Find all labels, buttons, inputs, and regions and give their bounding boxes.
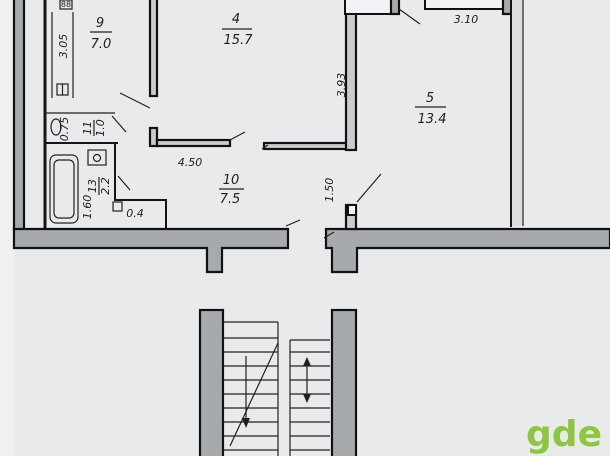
dim-corridor-length: 4.50 — [178, 156, 203, 169]
door-bathroom — [117, 175, 131, 191]
dim-toilet-width: 0.75 — [58, 117, 71, 142]
bathtub-icon — [49, 154, 79, 224]
room5-area: 13.4 — [418, 112, 447, 127]
entrance-door-jamb — [323, 231, 335, 239]
dim-corridor-width: 1.50 — [323, 178, 336, 203]
room10-number: 10 — [223, 173, 240, 188]
top-pillar — [389, 0, 401, 16]
room9-fixtures: 88 — [51, 0, 74, 98]
arrow-down-icon — [303, 394, 311, 403]
sanitary-block — [44, 112, 167, 230]
room4-number: 4 — [232, 12, 240, 27]
paper-margin — [0, 0, 14, 456]
toilet-bowl-icon — [50, 118, 62, 136]
walls — [12, 0, 610, 274]
room9-area: 7.0 — [91, 37, 112, 52]
door-room5 — [356, 173, 382, 203]
wall-room4-bottom-left — [155, 138, 232, 148]
sink-icon — [87, 149, 107, 166]
room9-number: 9 — [96, 16, 104, 31]
door-top — [398, 8, 421, 25]
sink-drain — [92, 153, 102, 163]
room11-number: 11 — [81, 121, 94, 135]
dimension-labels: 3.05 3.93 3.10 4.50 1.50 1.60 0.4 0.75 — [57, 13, 478, 220]
watermark-logo: gde — [526, 414, 602, 455]
top-box-right — [424, 0, 511, 10]
corner-mark: 88 — [61, 0, 71, 9]
room10-area: 7.5 — [220, 192, 241, 207]
room-labels: 9 7.0 4 15.7 5 13.4 10 7.5 13 2.2 11 1.0 — [81, 12, 446, 207]
arrow-down-icon — [242, 418, 250, 428]
room13-number: 13 — [86, 179, 99, 193]
room5-label: 5 13.4 — [415, 91, 446, 127]
wall-room4-bottom-right — [262, 141, 350, 151]
top-box-left — [344, 0, 392, 15]
dim-room4-depth: 3.93 — [335, 73, 348, 98]
wall-room9-room4-lower — [148, 126, 159, 148]
left-outer-wall — [12, 0, 26, 232]
niche-box — [112, 201, 123, 212]
door-room9 — [119, 92, 151, 109]
room4-label: 4 15.7 — [222, 12, 253, 48]
dim-room9-width: 3.05 — [57, 34, 70, 59]
entrance-door-leaf — [285, 219, 301, 227]
door-room4-leaf — [229, 131, 246, 141]
wall-room4-room5-upper — [344, 0, 358, 152]
stair-wall-left — [198, 308, 225, 456]
room13-label: 13 2.2 — [86, 177, 112, 195]
room5-number: 5 — [426, 91, 434, 106]
bottom-wall-left — [12, 227, 290, 274]
stairwell — [198, 308, 358, 456]
room9-label: 9 7.0 — [90, 16, 112, 52]
room11-area: 1.0 — [94, 119, 107, 137]
stair-flight-left — [223, 321, 279, 456]
stair-wall-right — [330, 308, 358, 456]
room10-label: 10 7.5 — [219, 173, 244, 207]
arrow-up-icon — [303, 357, 311, 366]
room4-area: 15.7 — [224, 33, 254, 48]
wall-niche — [347, 204, 357, 216]
room11-label: 11 1.0 — [81, 119, 107, 137]
bottom-wall-right — [324, 227, 610, 274]
dim-niche: 0.4 — [126, 207, 144, 220]
dim-room5-width: 3.10 — [454, 13, 479, 26]
stair-flight-right — [289, 339, 330, 456]
door-room4-jamb — [261, 144, 269, 150]
right-wall-fill — [511, 0, 523, 226]
corner-box — [59, 0, 73, 10]
dim-bath-width: 1.60 — [81, 195, 94, 220]
door-toilet — [111, 115, 127, 133]
doors — [111, 8, 421, 239]
stair-cut-line — [229, 342, 279, 447]
room13-area: 2.2 — [99, 177, 112, 195]
wall-room9-room4-upper — [148, 0, 159, 98]
bathtub-inner — [53, 159, 75, 219]
